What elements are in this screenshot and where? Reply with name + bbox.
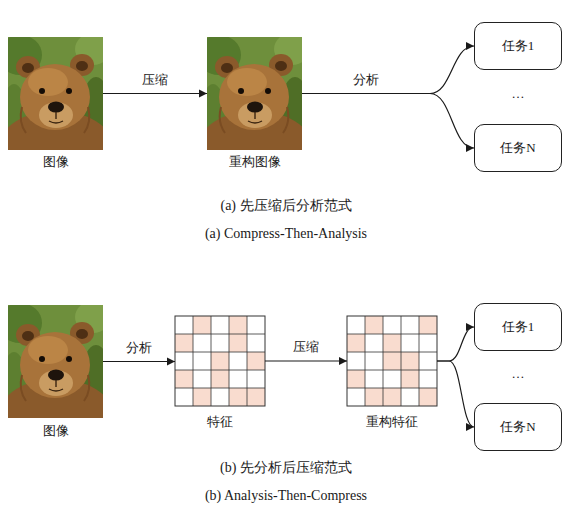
edge-label: 分析: [124, 340, 154, 356]
edge-label: 分析: [351, 72, 381, 88]
task-label: 任务1: [502, 38, 535, 54]
ellipsis-mark: …: [510, 366, 527, 382]
arrow-connector: [302, 94, 474, 149]
figure-node: 重构特征: [347, 316, 437, 430]
task-box: 任务N: [474, 403, 562, 451]
figure-caption: 图像: [8, 154, 103, 170]
bear-image: [0, 301, 112, 447]
task-box: 任务1: [474, 303, 562, 351]
figure-caption: 图像: [8, 423, 103, 439]
arrow-connector: [103, 361, 175, 362]
figure-node: 特征: [175, 316, 265, 430]
arrow-connector: [302, 46, 474, 94]
task-label: 任务N: [500, 419, 535, 435]
arrow-connector: [265, 360, 347, 361]
feature-grid: [175, 316, 265, 406]
edge-label: 压缩: [140, 72, 170, 88]
figure-caption: 重构图像: [207, 154, 302, 170]
figure-node: 图像: [8, 37, 103, 170]
ellipsis-mark: …: [510, 86, 527, 102]
figure-caption: 重构特征: [347, 414, 437, 430]
feature-grid: [347, 316, 437, 406]
arrow-connector: [437, 327, 474, 361]
panel-caption: (b) Analysis-Then-Compress: [203, 487, 369, 505]
task-label: 任务N: [500, 140, 535, 156]
figure-caption: 特征: [175, 414, 265, 430]
panel-caption: (b) 先分析后压缩范式: [218, 459, 354, 477]
figure-node: 重构图像: [207, 37, 302, 170]
edge-label: 压缩: [291, 339, 321, 355]
task-box: 任务N: [474, 124, 562, 172]
bear-image: [0, 33, 112, 179]
arrow-connector: [103, 93, 207, 94]
arrow-connector: [437, 361, 474, 427]
task-box: 任务1: [474, 22, 562, 70]
bear-image: [197, 33, 311, 179]
panel-caption: (a) Compress-Then-Analysis: [203, 225, 369, 243]
figure-node: 图像: [8, 305, 103, 439]
panel-caption: (a) 先压缩后分析范式: [218, 197, 353, 215]
task-label: 任务1: [502, 319, 535, 335]
